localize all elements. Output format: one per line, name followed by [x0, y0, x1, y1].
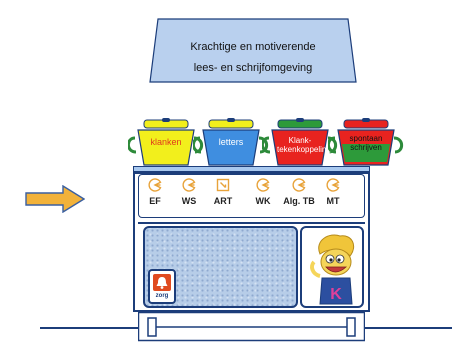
- tool-art[interactable]: ART: [206, 178, 240, 206]
- banner-line-2: lees- en schrijfomgeving: [193, 62, 313, 74]
- banner-line-1: Krachtige en motiverende: [190, 41, 316, 53]
- square-icon: [216, 178, 230, 192]
- pot-klank-tekenkoppeling[interactable]: Klank-tekenkoppeling: [262, 118, 338, 168]
- tool-label: MT: [326, 196, 340, 206]
- pacman-icon: [148, 178, 162, 192]
- pot-label: letters: [218, 137, 244, 147]
- pot-spontaan-schrijven[interactable]: spontaan schrijven: [328, 118, 404, 168]
- fabric-panel: [143, 226, 298, 308]
- cabinet-base: [137, 311, 366, 342]
- cabinet-top: [133, 166, 370, 172]
- arrow-right-icon: [25, 184, 86, 214]
- tool-wk[interactable]: WK: [246, 178, 280, 206]
- pacman-icon: [256, 178, 270, 192]
- mascot-letter: K: [330, 286, 342, 303]
- pot-label: spontaan schrijven: [349, 134, 383, 152]
- tool-alg-tb[interactable]: Alg. TB: [282, 178, 316, 206]
- tool-mt[interactable]: MT: [316, 178, 350, 206]
- tool-panel: [138, 174, 365, 218]
- pot-label: Klank-tekenkoppeling: [277, 136, 331, 154]
- pacman-icon: [182, 178, 196, 192]
- zorg-button[interactable]: zorg: [148, 269, 176, 304]
- bell-icon: [153, 274, 171, 291]
- shelf-divider: [138, 222, 365, 224]
- title-banner: Krachtige en motiverende lees- en schrij…: [148, 18, 358, 84]
- tool-ws[interactable]: WS: [172, 178, 206, 206]
- mascot-character: K: [310, 234, 355, 305]
- pot-klanken[interactable]: klanken: [128, 118, 204, 168]
- mascot-panel: K: [300, 226, 364, 308]
- pot-label: klanken: [150, 137, 182, 147]
- tool-ef[interactable]: EF: [138, 178, 172, 206]
- pacman-icon: [326, 178, 340, 192]
- tool-label: WS: [181, 196, 197, 206]
- zorg-label: zorg: [155, 293, 169, 299]
- pacman-icon: [292, 178, 306, 192]
- tool-label: ART: [213, 196, 233, 206]
- tool-label: WK: [255, 196, 271, 206]
- tool-label: EF: [149, 196, 161, 206]
- tool-label: Alg. TB: [283, 196, 315, 206]
- pot-letters[interactable]: letters: [193, 118, 269, 168]
